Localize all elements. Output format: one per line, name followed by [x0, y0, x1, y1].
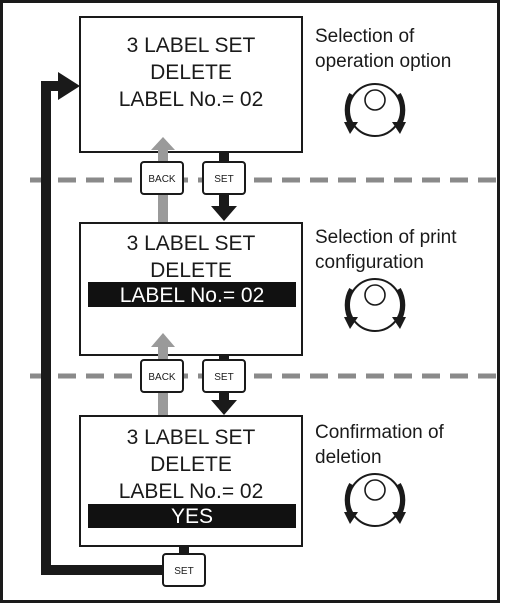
back-key-1-label: BACK: [148, 174, 176, 185]
set-key-1[interactable]: SET: [202, 161, 246, 195]
back-key-2[interactable]: BACK: [140, 359, 184, 393]
connector-2-3: BACK SET: [140, 333, 246, 418]
set-arrow-head-2: [211, 400, 237, 415]
back-key-1[interactable]: BACK: [140, 161, 184, 195]
set-arrow-head-1: [211, 206, 237, 221]
screen-2-line-1: 3 LABEL SET: [127, 232, 256, 255]
back-arrow-head-2: [151, 333, 175, 347]
screen-2-highlight-bar: [88, 282, 296, 307]
step-2: 3 LABEL SET DELETE LABEL No.= 02 Selecti…: [79, 222, 457, 356]
screen-3-line-4: YES: [171, 505, 213, 528]
screen-3-line-3: LABEL No.= 02: [119, 480, 264, 503]
step-2-description-line-1: Selection of print: [315, 227, 457, 248]
step-1-description-line-1: Selection of: [315, 26, 415, 47]
set-key-3-label: SET: [174, 566, 193, 577]
screen-2-line-2: DELETE: [150, 259, 232, 282]
step-3-description-line-2: deletion: [315, 447, 382, 468]
screen-1-line-1: 3 LABEL SET: [127, 34, 256, 57]
back-key-2-label: BACK: [148, 372, 176, 383]
step-3: 3 LABEL SET DELETE LABEL No.= 02 YES Con…: [79, 415, 445, 547]
screen-1-line-2: DELETE: [150, 61, 232, 84]
step-1-description-line-2: operation option: [315, 51, 451, 72]
screen-3-line-2: DELETE: [150, 453, 232, 476]
screen-3-highlight-bar: [88, 504, 296, 528]
set-key-1-label: SET: [214, 174, 233, 185]
step-1: 3 LABEL SET DELETE LABEL No.= 02 Selecti…: [79, 16, 451, 153]
return-loop-arrow: [41, 72, 180, 575]
screen-3-line-1: 3 LABEL SET: [127, 426, 256, 449]
screen-2-line-3: LABEL No.= 02: [120, 284, 265, 307]
set-key-3[interactable]: SET: [162, 553, 206, 587]
screen-1-line-3: LABEL No.= 02: [119, 88, 264, 111]
set-key-2-label: SET: [214, 372, 233, 383]
connector-3-return: SET: [162, 546, 206, 587]
set-key-2[interactable]: SET: [202, 359, 246, 393]
connector-1-2: BACK SET: [140, 137, 246, 225]
step-2-description-line-2: configuration: [315, 252, 424, 273]
rotary-knob-icon: [344, 278, 406, 332]
lcd-screen-1: [79, 16, 303, 153]
rotary-knob-icon: [344, 473, 406, 527]
rotary-knob-icon: [344, 83, 406, 137]
back-arrow-head-1: [151, 137, 175, 150]
step-3-description-line-1: Confirmation of: [315, 422, 445, 443]
